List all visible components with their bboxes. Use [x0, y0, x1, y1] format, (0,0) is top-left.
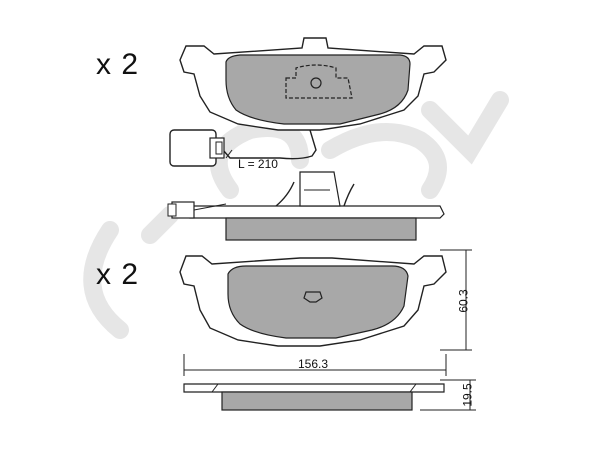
width-dimension-label: 156.3: [298, 357, 329, 371]
bottom-pad-front-view: [179, 255, 447, 347]
bottom-side-backing-plate: [183, 383, 445, 393]
top-pad-front-view: [169, 37, 447, 167]
cifam-watermark-logo: [83, 91, 509, 339]
width-dimension: [183, 354, 447, 376]
quantity-label-bottom: x 2: [96, 258, 140, 291]
bottom-pad-center-notch: [303, 291, 323, 303]
side-backing-plate: [189, 205, 445, 219]
bottom-pad-friction-material: [227, 265, 409, 339]
quantity-label-top: x 2: [96, 48, 140, 81]
wear-sensor-connector: [169, 129, 217, 167]
top-pad-friction-material: [225, 54, 411, 125]
top-pad-clip-hole: [310, 77, 322, 89]
height-dimension: [440, 249, 472, 351]
thickness-dimension-label: 19.5: [460, 383, 475, 407]
top-pad-clip-outline: [285, 64, 353, 99]
wear-sensor-wire: [215, 129, 317, 160]
thickness-dimension: [420, 379, 476, 411]
side-spring-clip: [299, 171, 341, 207]
side-friction-material: [225, 217, 417, 241]
bottom-side-friction-material: [221, 391, 413, 411]
height-dimension-label: 60.3: [456, 289, 471, 313]
pad-side-view: [167, 171, 445, 241]
wire-length-label: L = 210: [238, 157, 278, 171]
bottom-side-view: [183, 383, 445, 411]
